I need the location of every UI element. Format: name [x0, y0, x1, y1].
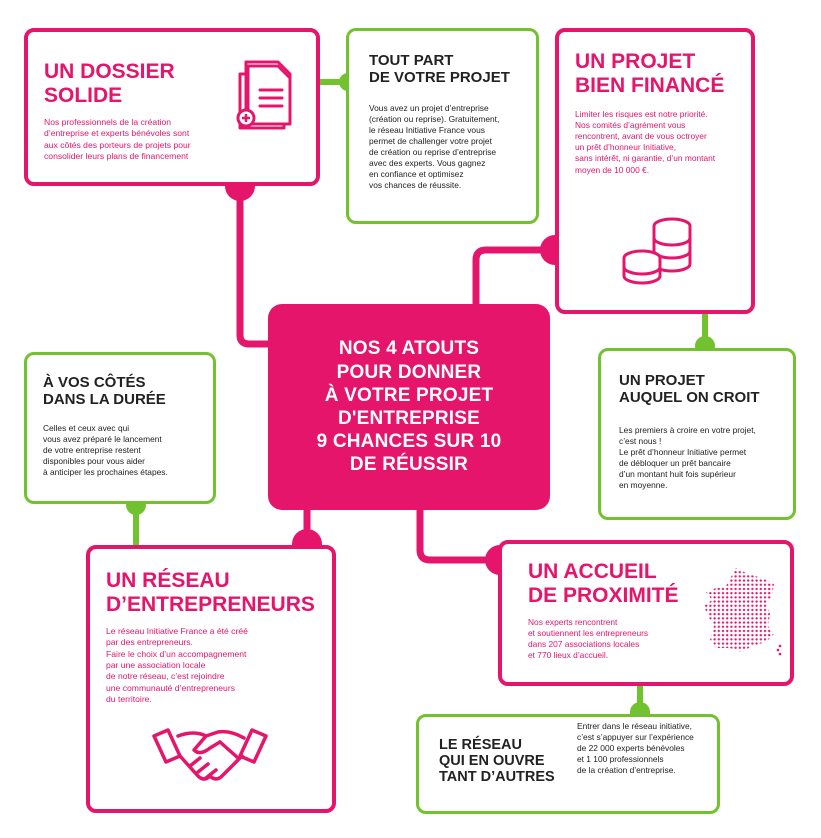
card-title: UN RÉSEAU D’ENTREPRENEURS — [106, 569, 315, 616]
central-message-text: NOS 4 ATOUTS POUR DONNER À VOTRE PROJET … — [316, 338, 502, 476]
coins-icon — [622, 217, 692, 285]
card-text: Nos experts rencontrent et soutiennent l… — [528, 617, 649, 661]
card-accueil-proximite: UN ACCUEIL DE PROXIMITÉ Nos experts renc… — [498, 540, 794, 686]
card-text: Entrer dans le réseau initiative, c’est … — [577, 721, 694, 776]
card-title: TOUT PART DE VOTRE PROJET — [369, 52, 510, 86]
card-title: LE RÉSEAU QUI EN OUVRE TANT D’AUTRES — [439, 737, 555, 786]
handshake-icon — [152, 728, 268, 781]
card-title: UN ACCUEIL DE PROXIMITÉ — [528, 560, 679, 607]
card-reseau-entrepreneurs: UN RÉSEAU D’ENTREPRENEURS Le réseau Init… — [86, 545, 336, 813]
card-text: Vous avez un projet d’entreprise (créati… — [369, 102, 500, 191]
card-auquel-on-croit: UN PROJET AUQUEL ON CROIT Les premiers à… — [598, 348, 796, 520]
central-message: NOS 4 ATOUTS POUR DONNER À VOTRE PROJET … — [268, 304, 550, 510]
card-title: UN DOSSIER SOLIDE — [44, 60, 175, 107]
card-text: Le réseau Initiative France a été créé p… — [106, 626, 248, 705]
card-a-vos-cotes: À VOS CÔTÉS DANS LA DURÉE Celles et ceux… — [24, 352, 216, 504]
card-text: Celles et ceux avec qui vous avez prépar… — [43, 422, 168, 477]
card-tant-d-autres: LE RÉSEAU QUI EN OUVRE TANT D’AUTRES Ent… — [416, 714, 720, 814]
card-text: Limiter les risques est notre priorité. … — [575, 109, 716, 175]
documents-icon — [236, 60, 292, 130]
card-text: Nos professionnels de la création d’entr… — [44, 117, 191, 162]
card-text: Les premiers à croire en votre projet, c… — [619, 424, 756, 491]
card-dossier-solide: UN DOSSIER SOLIDE Nos professionnels de … — [24, 28, 320, 186]
card-tout-part: TOUT PART DE VOTRE PROJET Vous avez un p… — [346, 28, 539, 224]
card-title: À VOS CÔTÉS DANS LA DURÉE — [43, 374, 166, 408]
card-title: UN PROJET AUQUEL ON CROIT — [619, 372, 760, 406]
card-title: UN PROJET BIEN FINANCÉ — [575, 50, 725, 97]
france-map-icon — [704, 568, 782, 656]
